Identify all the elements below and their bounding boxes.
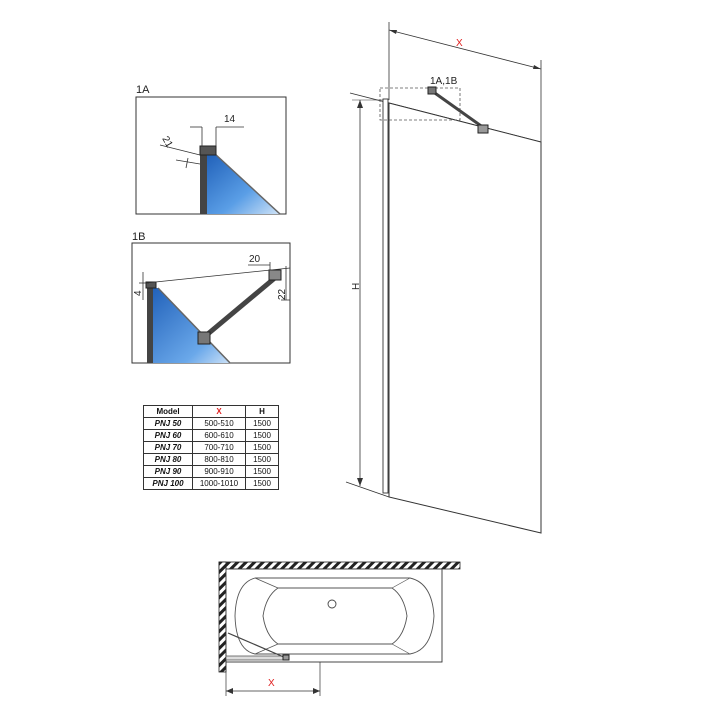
cell-x: 800-810 <box>192 453 246 466</box>
dim-1b-height: 22 <box>277 288 288 300</box>
cell-h: 1500 <box>245 417 279 430</box>
cell-model: PNJ 70 <box>143 441 193 454</box>
detail-1a-title: 1A <box>136 84 150 96</box>
detail-1a: 1A 14 21 <box>135 84 287 215</box>
cell-x: 700-710 <box>192 441 246 454</box>
cell-h: 1500 <box>245 465 279 478</box>
dim-1a-depth: 21 <box>159 135 174 151</box>
shower-screen-elevation: X H 1A,1B <box>345 22 542 534</box>
cell-x: 600-610 <box>192 429 246 442</box>
cell-h: 1500 <box>245 453 279 466</box>
table-row: PNJ 90 900-910 1500 <box>143 465 279 478</box>
plan-dim-x-label: X <box>268 678 275 689</box>
wall-top <box>218 561 461 570</box>
cell-model: PNJ 60 <box>143 429 193 442</box>
wall-left <box>218 561 227 673</box>
detail-callout-label: 1A,1B <box>430 76 458 87</box>
wall-profile-1a <box>200 148 207 214</box>
cell-x: 500-510 <box>192 417 246 430</box>
dim-1b-offset: 4 <box>133 290 144 296</box>
col-h-header: H <box>245 405 279 418</box>
table-row: PNJ 100 1000-1010 1500 <box>143 477 279 490</box>
model-spec-table: Model X H PNJ 50 500-510 1500 PNJ 60 600… <box>143 405 279 490</box>
cell-model: PNJ 80 <box>143 453 193 466</box>
table-row: PNJ 60 600-610 1500 <box>143 429 279 442</box>
table-row: PNJ 80 800-810 1500 <box>143 453 279 466</box>
detail-1b-title: 1B <box>132 231 145 243</box>
dim-1a-width: 14 <box>224 114 236 125</box>
cell-model: PNJ 90 <box>143 465 193 478</box>
cell-h: 1500 <box>245 429 279 442</box>
col-model-header: Model <box>143 405 193 418</box>
cell-model: PNJ 50 <box>143 417 193 430</box>
table-row: PNJ 70 700-710 1500 <box>143 441 279 454</box>
cell-model: PNJ 100 <box>143 477 193 490</box>
stabilizer-bar <box>201 275 278 340</box>
cell-h: 1500 <box>245 477 279 490</box>
wall-profile <box>382 98 389 494</box>
col-x-header: X <box>192 405 246 418</box>
table-row: PNJ 50 500-510 1500 <box>143 417 279 430</box>
cell-h: 1500 <box>245 441 279 454</box>
cell-x: 900-910 <box>192 465 246 478</box>
table-header-row: Model X H <box>143 405 279 418</box>
cell-x: 1000-1010 <box>192 477 246 490</box>
bathtub-plan: X <box>218 561 461 696</box>
dim-x-label: X <box>456 38 463 49</box>
glass-panel <box>388 102 542 534</box>
detail-1b: 1B 20 22 4 <box>131 231 291 364</box>
dim-1b-width: 20 <box>249 254 261 265</box>
drain-icon <box>327 599 337 609</box>
dim-h-label: H <box>351 283 362 290</box>
